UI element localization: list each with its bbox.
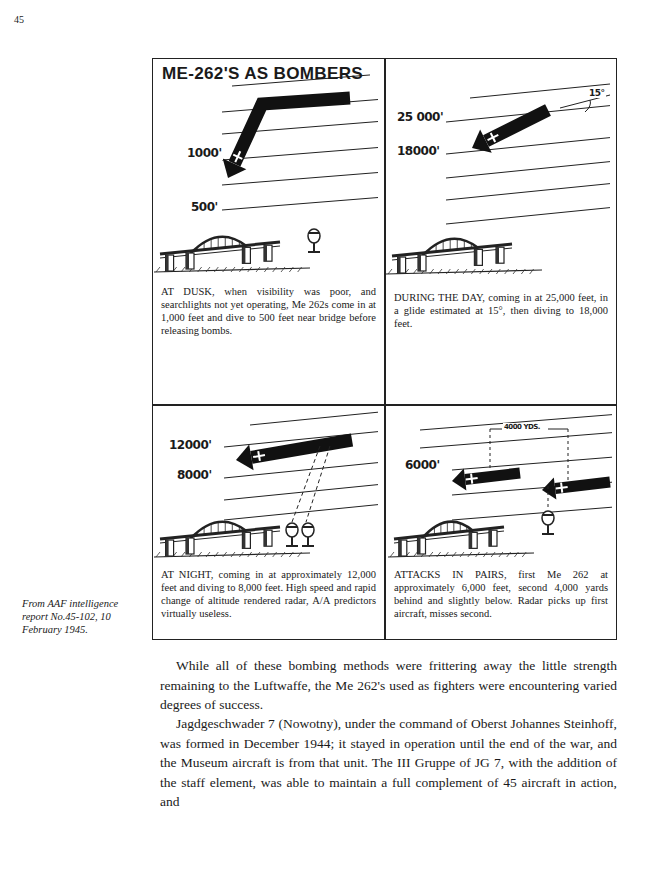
- altitude-line: [452, 482, 612, 495]
- bridge-symbol: [388, 522, 534, 557]
- altitude-label: 500': [190, 200, 219, 214]
- altitude-line: [446, 208, 610, 224]
- panel-caption: ATTACKS IN PAIRS, first Me 262 at approx…: [394, 568, 608, 620]
- panel-box: AT DUSK, when visibility was poor, and s…: [152, 58, 385, 405]
- altitude-label: 8000': [176, 468, 213, 482]
- altitude-lines: [470, 84, 610, 98]
- searchlight-symbol: [302, 523, 314, 546]
- altitude-lines: [224, 432, 378, 520]
- altitude-lines: [250, 412, 378, 425]
- bridge-symbol: [386, 239, 542, 274]
- altitude-label: 6000': [404, 458, 441, 472]
- altitude-line: [446, 162, 610, 178]
- distance-bracket: [568, 429, 569, 480]
- panel-caption: DURING THE DAY, coming in at 25,000 feet…: [394, 291, 608, 330]
- radar-beam: [306, 446, 330, 522]
- distance-bracket: [548, 429, 568, 430]
- altitude-label: 12000': [168, 438, 212, 452]
- flight-path-arrow: [542, 478, 610, 500]
- body-paragraph: Jagdgeschwader 7 (Nowotny), under the co…: [160, 714, 617, 812]
- searchlight-symbol: [286, 523, 298, 546]
- altitude-line: [470, 84, 610, 98]
- altitude-lines: [446, 106, 610, 224]
- distance-label: 4000 YDS.: [503, 423, 541, 431]
- flight-path-arrow: [223, 98, 350, 178]
- page-number: 45: [14, 14, 24, 25]
- altitude-line: [224, 505, 378, 520]
- distance-bracket: [490, 429, 502, 430]
- panel-caption: AT DUSK, when visibility was poor, and s…: [161, 285, 376, 337]
- flight-path-arrow: [472, 110, 548, 153]
- flight-path-arrow: [452, 469, 520, 491]
- altitude-label: 18000': [396, 144, 440, 158]
- angle-label: 15°: [588, 88, 606, 98]
- bridge-symbol: [154, 237, 310, 272]
- altitude-line: [452, 457, 612, 470]
- altitude-line: [446, 138, 610, 154]
- flight-path-arrow: [236, 440, 352, 470]
- altitude-line: [224, 485, 378, 500]
- searchlight-symbol: [308, 229, 320, 252]
- panel-caption: AT NIGHT, coming in at approximately 12,…: [161, 568, 376, 620]
- altitude-lines: [420, 415, 612, 448]
- searchlight-symbol: [542, 511, 554, 534]
- altitude-line: [250, 412, 378, 425]
- diagram-title: ME-262'S AS BOMBERS: [162, 64, 363, 84]
- radar-beam: [292, 446, 320, 522]
- panel-box: ATTACKS IN PAIRS, first Me 262 at approx…: [385, 405, 617, 640]
- bridge-symbol: [154, 522, 310, 557]
- altitude-line: [420, 415, 612, 430]
- altitude-line: [420, 433, 612, 448]
- distance-bracket: [490, 429, 491, 470]
- body-paragraph: While all of these bombing methods were …: [160, 656, 617, 715]
- angle-arc: [585, 100, 590, 112]
- altitude-lines: [452, 457, 612, 520]
- altitude-line: [222, 198, 378, 210]
- altitude-label: 25 000': [396, 110, 444, 124]
- radar-beam: [548, 486, 549, 510]
- source-note: From AAF intelligence report No.45-102, …: [22, 597, 140, 636]
- altitude-line: [222, 173, 378, 185]
- altitude-label: 1000': [186, 146, 223, 160]
- altitude-line: [452, 507, 612, 520]
- altitude-line: [446, 184, 610, 200]
